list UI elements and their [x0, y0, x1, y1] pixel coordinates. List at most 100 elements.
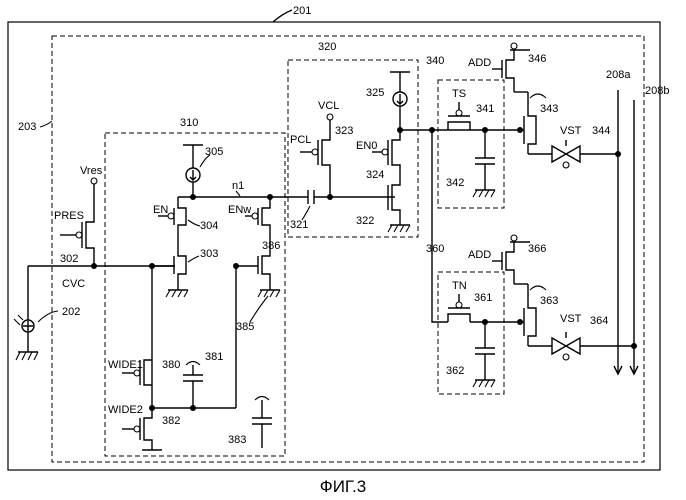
vcl-terminal: [327, 114, 333, 120]
c381-top-mark: [186, 362, 200, 366]
t363-mark: [530, 286, 546, 290]
label-n1: n1: [232, 180, 244, 192]
t386-bubble: [252, 213, 258, 219]
ref-208a: 208a: [606, 69, 631, 81]
ref-321: 321: [290, 219, 308, 231]
transistor-366: ADD 366: [468, 235, 546, 284]
t363-channel: [528, 284, 536, 346]
add-bot-terminal: [511, 235, 517, 241]
label-en: EN: [153, 204, 168, 216]
ref-304: 304: [200, 220, 218, 232]
ref-346: 346: [528, 53, 546, 65]
t324-channel: [392, 130, 400, 175]
ref-344: 344: [592, 125, 610, 137]
output-line-208a: 208a: [606, 69, 631, 374]
wire-to-tn: [432, 130, 448, 322]
t380-channel: [144, 360, 152, 385]
photodiode-mark: [23, 321, 33, 331]
leader-385: [250, 296, 268, 322]
vres-terminal: [91, 178, 97, 184]
t382-bubble: [134, 426, 140, 432]
ref-340: 340: [426, 55, 444, 67]
ground-322-hatch: [388, 225, 410, 232]
sw364-body: [552, 338, 580, 354]
ref-303: 303: [200, 248, 218, 260]
reset-channel: [86, 184, 94, 266]
t304-bubble: [168, 213, 174, 219]
sw364-bubble: [563, 354, 569, 360]
ground-362-hatch: [473, 380, 495, 387]
label-cvc: CVC: [62, 278, 85, 290]
ref-201: 201: [293, 5, 311, 17]
node-385-gate: [233, 263, 239, 269]
t323-channel: [322, 120, 330, 197]
label-pcl: PCL: [290, 134, 311, 146]
ref-385: 385: [236, 321, 254, 333]
ref-364: 364: [590, 315, 608, 327]
cs305-arrow: [190, 170, 196, 180]
node-343-gate: [517, 127, 523, 133]
c381-plates: [183, 375, 203, 381]
c383-plates: [252, 418, 272, 424]
ref-383: 383: [228, 434, 246, 446]
transistor-382: WIDE2 382: [108, 404, 180, 450]
ref-363: 363: [540, 295, 558, 307]
output-line-208b: 208b: [630, 85, 669, 374]
label-tn: TN: [452, 280, 467, 292]
ref-343: 343: [540, 103, 558, 115]
transistor-322: 322: [356, 175, 410, 232]
label-pres: PRES: [54, 210, 84, 222]
ref-203: 203: [18, 121, 36, 133]
ref-381: 381: [205, 351, 223, 363]
t304-channel: [178, 197, 186, 240]
ref-320: 320: [318, 41, 336, 53]
ground-pd-hatch: [16, 352, 38, 360]
t341-bubble: [456, 110, 462, 116]
transistor-341: TS 341: [448, 88, 494, 130]
transistor-363: 363 VST: [514, 284, 582, 346]
transistor-303: 303: [152, 240, 218, 297]
ref-325: 325: [366, 87, 384, 99]
ref-323: 323: [335, 125, 353, 137]
leader-203: [40, 121, 52, 127]
label-wide2: WIDE2: [108, 404, 143, 416]
label-en0: EN0: [356, 140, 377, 152]
sw344-body: [552, 146, 580, 162]
transistor-361: TN 361: [448, 280, 492, 322]
ref-362: 362: [446, 365, 464, 377]
cs325-arrow: [397, 94, 403, 104]
reset-gate-bubble: [76, 232, 82, 238]
capacitor-362: 362: [446, 322, 495, 387]
leader-321: [302, 206, 310, 220]
ref-302: 302: [60, 253, 78, 265]
ref-361: 361: [474, 292, 492, 304]
reset-transistor-302: Vres PRES: [54, 165, 103, 266]
current-source-305: 305: [183, 145, 223, 197]
light-arrows: [14, 315, 23, 325]
transistor-380: WIDE1 380: [108, 359, 180, 385]
t322-channel: [392, 175, 400, 225]
ground-303-hatch: [166, 290, 188, 297]
pixel-frame-203: [52, 36, 644, 462]
t361-bubble: [456, 302, 462, 308]
t343-mark: [530, 94, 546, 98]
label-vst-top: VST: [560, 125, 582, 137]
ref-386: 386: [262, 240, 280, 252]
c342-plates: [475, 158, 495, 164]
transistor-324: EN0 324: [356, 130, 400, 181]
add-top-terminal: [511, 43, 517, 49]
label-add-top: ADD: [468, 57, 491, 69]
ref-310: 310: [180, 117, 198, 129]
t382-channel: [144, 408, 152, 450]
transistor-323: VCL PCL 323: [290, 100, 353, 197]
ref-202: 202: [62, 306, 80, 318]
ref-342: 342: [446, 177, 464, 189]
ref-360: 360: [426, 243, 444, 255]
transistor-386: ENw 386: [228, 197, 280, 252]
leader-201: [273, 10, 292, 22]
label-vcl: VCL: [318, 100, 339, 112]
capacitor-383: 383: [228, 397, 272, 449]
ref-341: 341: [476, 103, 494, 115]
leader-304: [188, 220, 200, 226]
